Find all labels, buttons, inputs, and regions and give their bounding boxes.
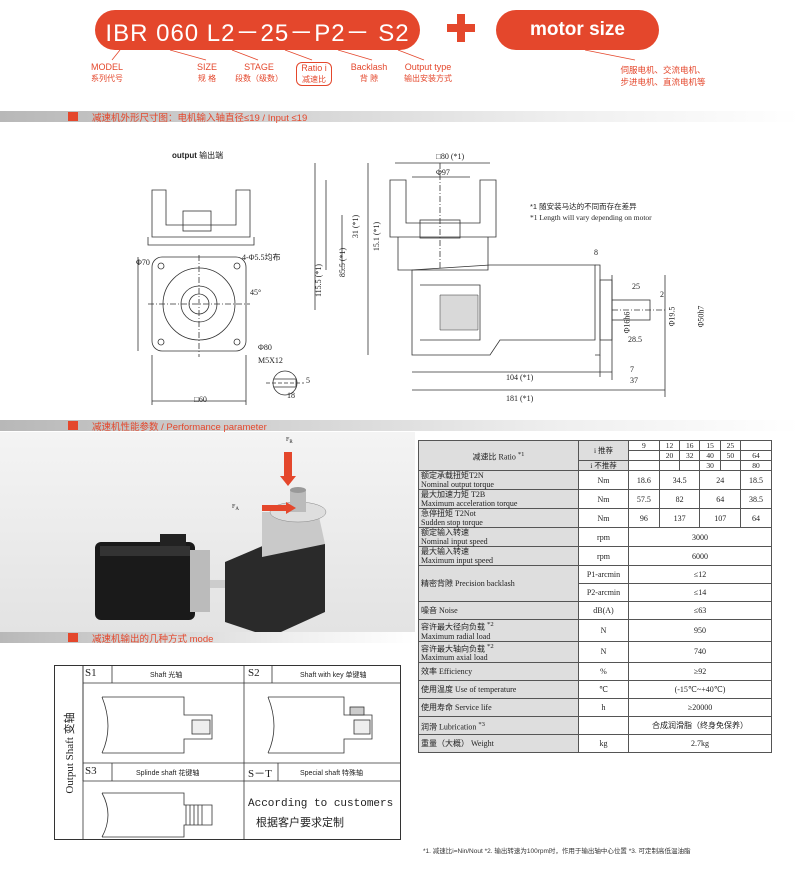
dim-s37: 37 [630,376,638,385]
table-row: 使用温度 Use of temperature ℃ (-15℃~+40℃) [418,680,772,700]
table-row: 重量（大概） Weight kg 2.7kg [418,734,772,754]
dim-h31: 31 (*1) [351,214,361,239]
st-label: S－T [248,768,272,780]
motor-size-pill: motor size [496,10,659,50]
custom-en: According to customers [248,798,394,810]
table-row: 效率 Efficiency % ≥92 [418,662,772,682]
s1-label: S1 [85,667,97,679]
product-photo [0,432,415,642]
dim-h855: 85.5 (*1) [338,247,348,278]
motor-types: 伺服电机、交流电机、步进电机、直流电机等 [620,65,706,87]
st-desc: Special shaft 特殊轴 [300,770,364,777]
note1-en: *1 Length will vary depending on motor [530,213,652,222]
dim-d80: Φ80 [258,343,272,352]
dim-m5: M5X12 [258,356,283,365]
s3-desc: Splinde shaft 花键轴 [136,770,200,777]
table-row: 润滑 Lubrication *3 合成润滑脂（终身免保养） [418,716,772,736]
model-label-connectors [111,49,636,61]
dim-sq80: □80 (*1) [436,152,465,161]
dim-s285: 28.5 [628,335,642,344]
dim-s181: 181 (*1) [506,394,534,403]
dim-d50: Φ50h7 [696,305,706,328]
dim-d97: Φ97 [436,168,450,177]
dim-h1155: 115.5 (*1) [314,263,324,298]
section-output-bar: 减速机输出的几种方式 mode [0,632,415,645]
output-modes-box [54,665,401,840]
table-row: 使用寿命 Service life h ≥20000 [418,698,772,718]
dim-s5: 5 [306,376,310,385]
dim-d70: Φ70 [136,258,150,267]
dim-s25: 25 [632,282,640,291]
note1-zh: *1 随安装马达的不同而存在差异 [530,202,637,211]
force-fr-label: FR [286,437,293,446]
dim-d16: Φ16h6 [622,311,632,334]
s2-label: S2 [248,667,260,679]
output-label: output 输出端 [172,151,224,160]
dimension-drawing [137,162,666,405]
gearbox-motor-illustration [95,452,327,637]
performance-table: 减速比 Ratio *1 i 推荐 9 12 16 15 25 20 32 40… [418,440,772,754]
ratio-header: 减速比 Ratio *1 [418,440,579,471]
dim-d195: Φ19.5 [667,306,677,327]
dim-holes: 4-Φ5.5均布 [242,253,281,262]
dim-sq60: □60 [194,395,207,404]
s3-label: S3 [85,765,97,777]
dim-angle: 45° [250,288,262,297]
s2-desc: Shaft with key 单键轴 [300,672,367,679]
dim-s104: 104 (*1) [506,373,534,382]
dim-h151: 15.1 (*1) [372,221,382,252]
table-row: 噪音 Noise dB(A) ≤63 [418,601,772,620]
dim-s8: 8 [594,248,598,257]
s1-desc: Shaft 光轴 [150,672,183,679]
dim-s7: 7 [630,365,634,374]
dim-s2: 2 [660,290,664,299]
custom-zh: 根据客户要求定制 [256,817,344,829]
section-dimension-bar: 减速机外形尺寸图：电机输入轴直径≤19 / Input ≤19 [0,111,800,124]
section-performance-bar: 减速机性能参数 / Performance parameter [0,420,800,433]
plus-icon [447,14,475,42]
output-modes-grid [82,665,401,840]
table-footnote: *1. 减速比i=Nin/Nout *2. 输出转速为100rpm时，作用于输出… [423,848,691,855]
table-row: 精密背隙 Precision backlash P1-arcmin ≤12 [418,565,772,602]
force-fa-label: FA [232,504,239,513]
model-code-pill: IBR 060 L2－25－P2－ S2 [95,10,420,50]
dim-s18: 18 [287,391,295,400]
